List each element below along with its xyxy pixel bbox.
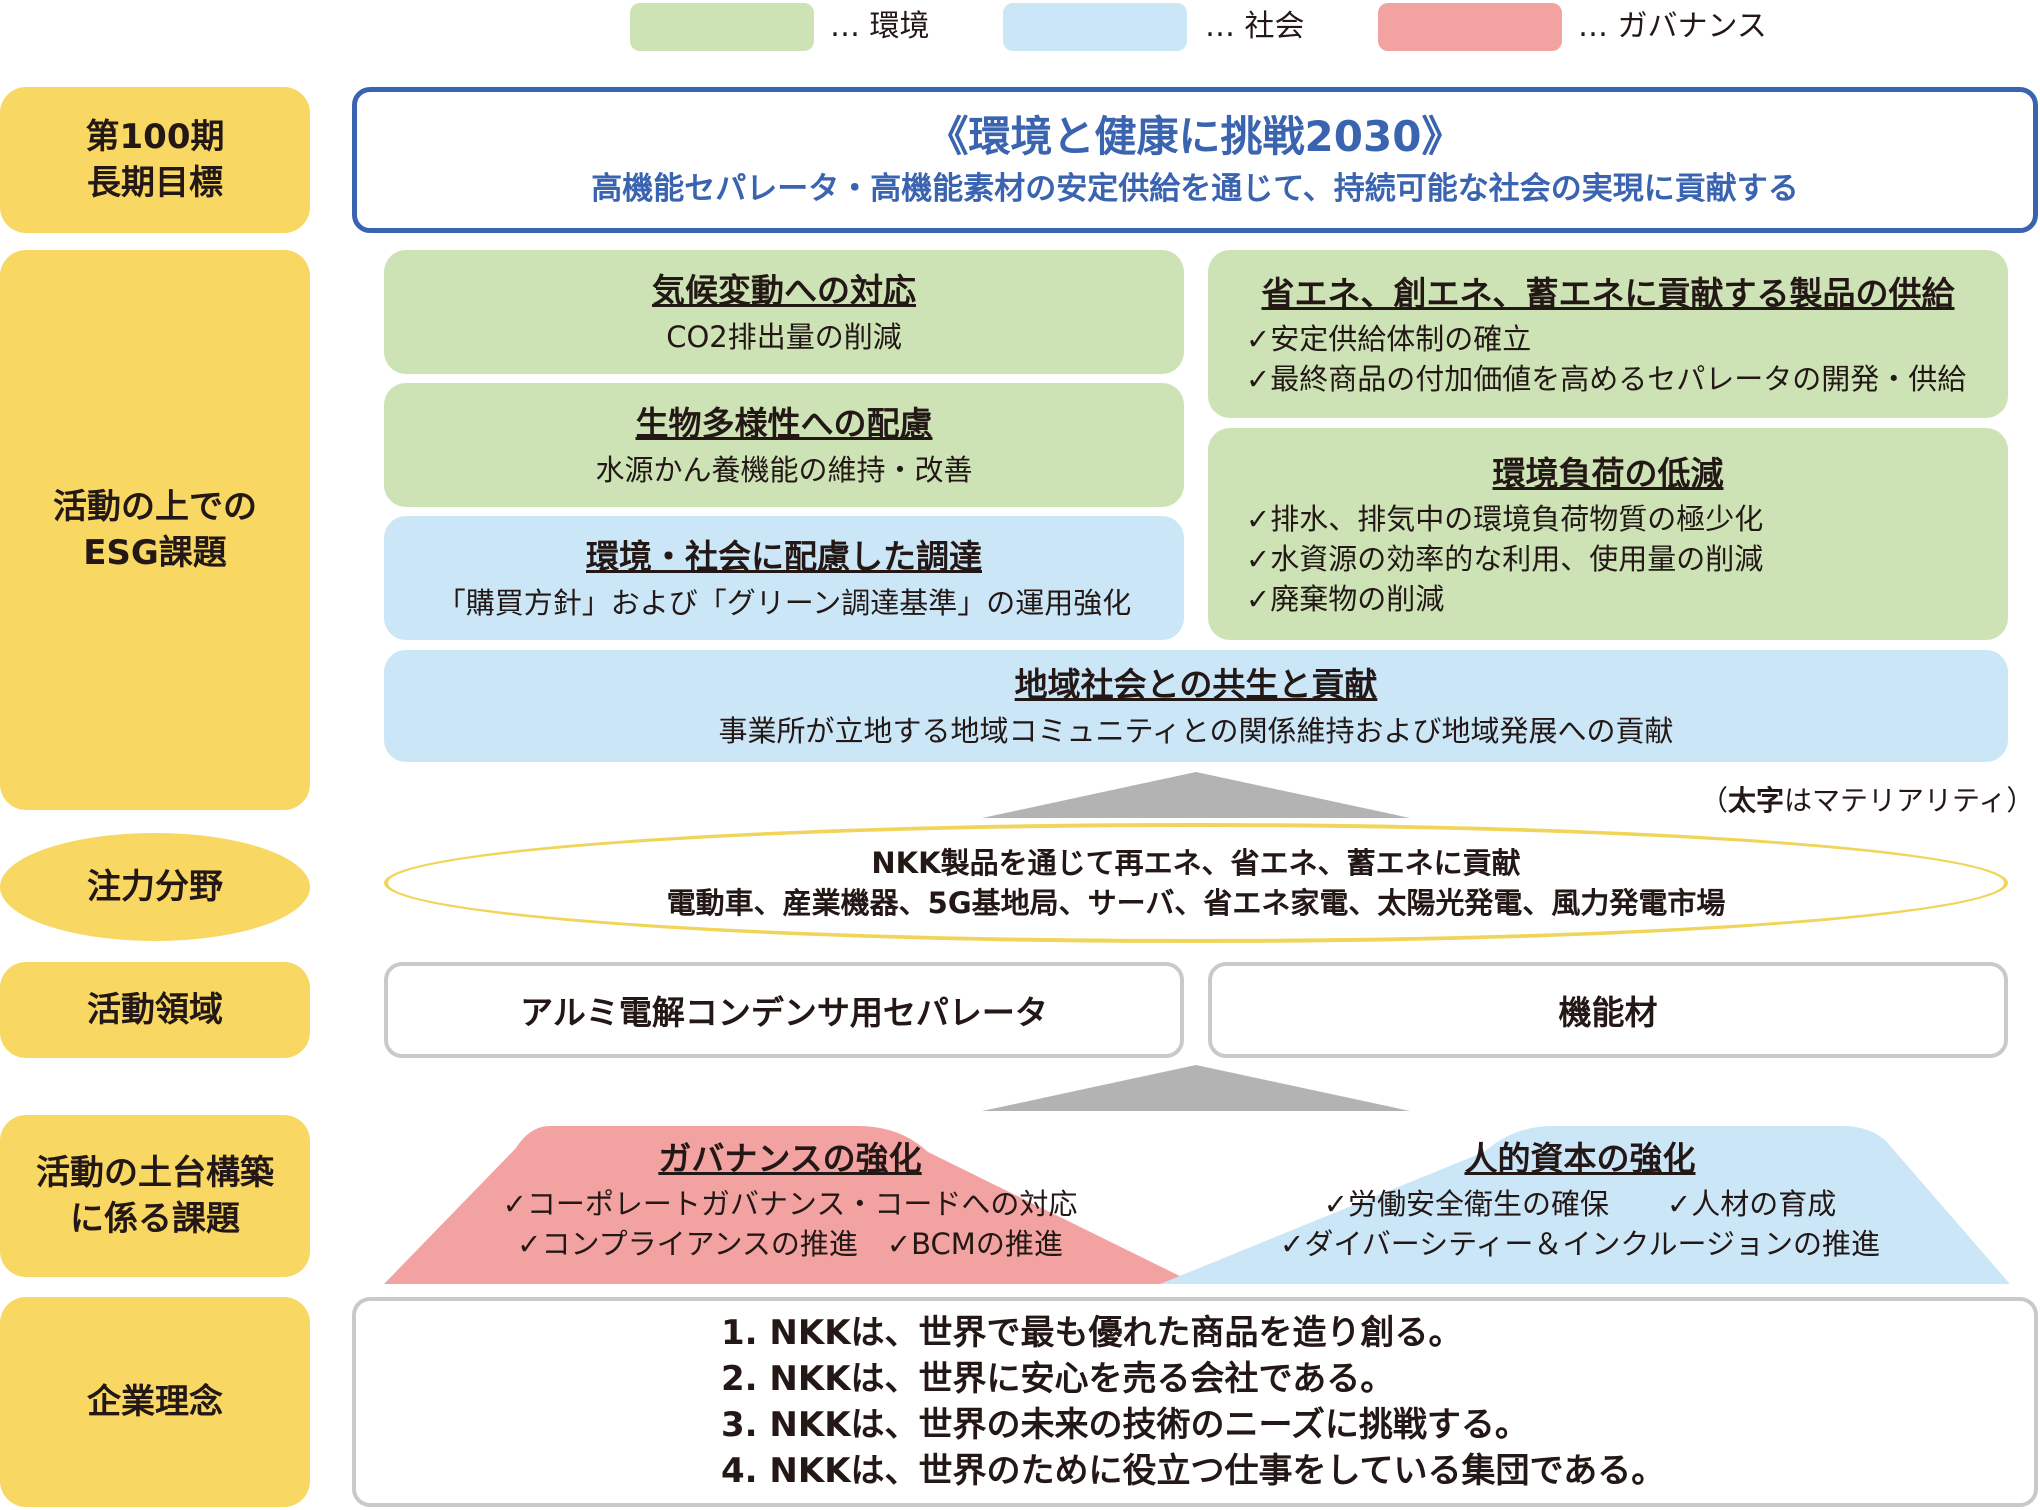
goal-subtitle: 高機能セパレータ・高機能素材の安定供給を通じて、持続可能な社会の実現に貢献する [591, 171, 1799, 207]
philosophy-item: 3. NKKは、世界の未来の技術のニーズに挑戦する。 [721, 1405, 1529, 1445]
esg-energy-title: 省エネ、創エネ、蓄エネに貢献する製品の供給 [1261, 274, 1955, 313]
esg-procurement-box: 環境・社会に配慮した調達 「購買方針」および「グリーン調達基準」の運用強化 [384, 516, 1184, 640]
philosophy-item: 2. NKKは、世界に安心を売る会社である。 [721, 1359, 1395, 1399]
governance-line: ✓コンプライアンスの推進 ✓BCMの推進 [517, 1227, 1063, 1261]
governance-line: ✓コーポレートガバナンス・コードへの対応 [502, 1187, 1078, 1221]
upper-triangle-arrow [982, 772, 1410, 818]
esg-community-box: 地域社会との共生と貢献 事業所が立地する地域コミュニティとの関係維持および地域発… [384, 650, 2008, 762]
side-label-esg-issues: 活動の上での ESG課題 [0, 250, 310, 810]
esg-biodiversity-desc: 水源かん養機能の維持・改善 [595, 453, 973, 487]
materiality-note: （太字はマテリアリティ） [1700, 779, 2034, 819]
legend-label-environment: … 環境 [830, 9, 930, 44]
focus-line-2: 電動車、産業機器、5G基地局、サーバ、省エネ家電、太陽光発電、風力発電市場 [666, 886, 1726, 920]
legend-swatch-environment [630, 3, 814, 51]
side-label-line: 企業理念 [87, 1382, 223, 1422]
esg-load-title: 環境負荷の低減 [1492, 454, 1724, 493]
side-label-focus-area: 注力分野 [0, 833, 310, 941]
note-bold: 太字 [1728, 784, 1785, 817]
area-separator-box: アルミ電解コンデンサ用セパレータ [384, 962, 1184, 1058]
esg-procurement-title: 環境・社会に配慮した調達 [586, 537, 982, 576]
esg-climate-title: 気候変動への対応 [652, 271, 916, 310]
long-term-goal-box: 《環境と健康に挑戦2030》 高機能セパレータ・高機能素材の安定供給を通じて、持… [352, 87, 2038, 233]
esg-biodiversity-box: 生物多様性への配慮 水源かん養機能の維持・改善 [384, 383, 1184, 507]
side-label-foundation-issues: 活動の土台構築 に係る課題 [0, 1115, 310, 1277]
esg-environmental-load-box: 環境負荷の低減 ✓排水、排気中の環境負荷物質の極少化 ✓水資源の効率的な利用、使… [1208, 428, 2008, 640]
human-capital-block: 人的資本の強化 ✓労働安全衛生の確保 ✓人材の育成 ✓ダイバーシティー＆インクル… [1230, 1134, 1930, 1264]
governance-trapezoid [384, 1126, 1196, 1284]
side-label-line: 活動の上での [53, 487, 257, 527]
legend-swatch-society [1003, 3, 1187, 51]
legend-label-society: … 社会 [1205, 9, 1305, 44]
esg-load-item: ✓水資源の効率的な利用、使用量の削減 [1246, 542, 1764, 576]
philosophy-item: 1. NKKは、世界で最も優れた商品を造り創る。 [721, 1313, 1463, 1353]
esg-load-item: ✓排水、排気中の環境負荷物質の極少化 [1246, 502, 1764, 536]
governance-title: ガバナンスの強化 [658, 1139, 922, 1178]
side-label-line: 活動領域 [87, 990, 223, 1030]
side-label-corporate-philosophy: 企業理念 [0, 1297, 310, 1507]
esg-procurement-desc: 「購買方針」および「グリーン調達基準」の運用強化 [436, 586, 1132, 620]
esg-load-item: ✓廃棄物の削減 [1246, 582, 1445, 616]
human-capital-line: ✓ダイバーシティー＆インクルージョンの推進 [1280, 1227, 1880, 1261]
goal-title: 《環境と健康に挑戦2030》 [926, 112, 1464, 161]
side-label-line: 長期目標 [87, 163, 223, 203]
governance-block: ガバナンスの強化 ✓コーポレートガバナンス・コードへの対応 ✓コンプライアンスの… [450, 1134, 1130, 1264]
legend-label-governance: … ガバナンス [1578, 9, 1767, 44]
foundation-shapes [384, 1126, 2010, 1284]
philosophy-item: 4. NKKは、世界のために役立つ仕事をしている集団である。 [721, 1451, 1666, 1491]
side-label-line: 第100期 [85, 117, 225, 157]
human-capital-trapezoid [1160, 1126, 2010, 1284]
side-label-line: に係る課題 [70, 1199, 240, 1239]
note-open: （ [1700, 784, 1729, 817]
focus-area-oval: NKK製品を通じて再エネ、省エネ、蓄エネに貢献 電動車、産業機器、5G基地局、サ… [384, 823, 2008, 943]
side-label-line: 活動の土台構築 [36, 1153, 274, 1193]
lower-triangle-arrow [982, 1065, 1410, 1111]
area-functional-materials-box: 機能材 [1208, 962, 2008, 1058]
esg-climate-box: 気候変動への対応 CO2排出量の削減 [384, 250, 1184, 374]
human-capital-line: ✓労働安全衛生の確保 ✓人材の育成 [1323, 1187, 1837, 1221]
esg-community-desc: 事業所が立地する地域コミュニティとの関係維持および地域発展への貢献 [718, 714, 1674, 748]
corporate-philosophy-box: 1. NKKは、世界で最も優れた商品を造り創る。 2. NKKは、世界に安心を売… [352, 1297, 2038, 1507]
esg-community-title: 地域社会との共生と貢献 [1014, 665, 1378, 704]
note-rest: はマテリアリティ） [1784, 784, 2035, 817]
side-label-line: 注力分野 [87, 867, 223, 907]
esg-energy-products-box: 省エネ、創エネ、蓄エネに貢献する製品の供給 ✓安定供給体制の確立 ✓最終商品の付… [1208, 250, 2008, 418]
esg-energy-item: ✓最終商品の付加価値を高めるセパレータの開発・供給 [1246, 362, 1967, 396]
esg-energy-item: ✓安定供給体制の確立 [1246, 322, 1532, 356]
legend-swatch-governance [1378, 3, 1562, 51]
esg-biodiversity-title: 生物多様性への配慮 [635, 404, 933, 443]
side-label-line: ESG課題 [83, 533, 227, 573]
focus-line-1: NKK製品を通じて再エネ、省エネ、蓄エネに貢献 [871, 846, 1521, 880]
esg-climate-desc: CO2排出量の削減 [666, 320, 902, 354]
side-label-long-term-goal: 第100期 長期目標 [0, 87, 310, 233]
side-label-activity-area: 活動領域 [0, 962, 310, 1058]
human-capital-title: 人的資本の強化 [1464, 1139, 1696, 1178]
